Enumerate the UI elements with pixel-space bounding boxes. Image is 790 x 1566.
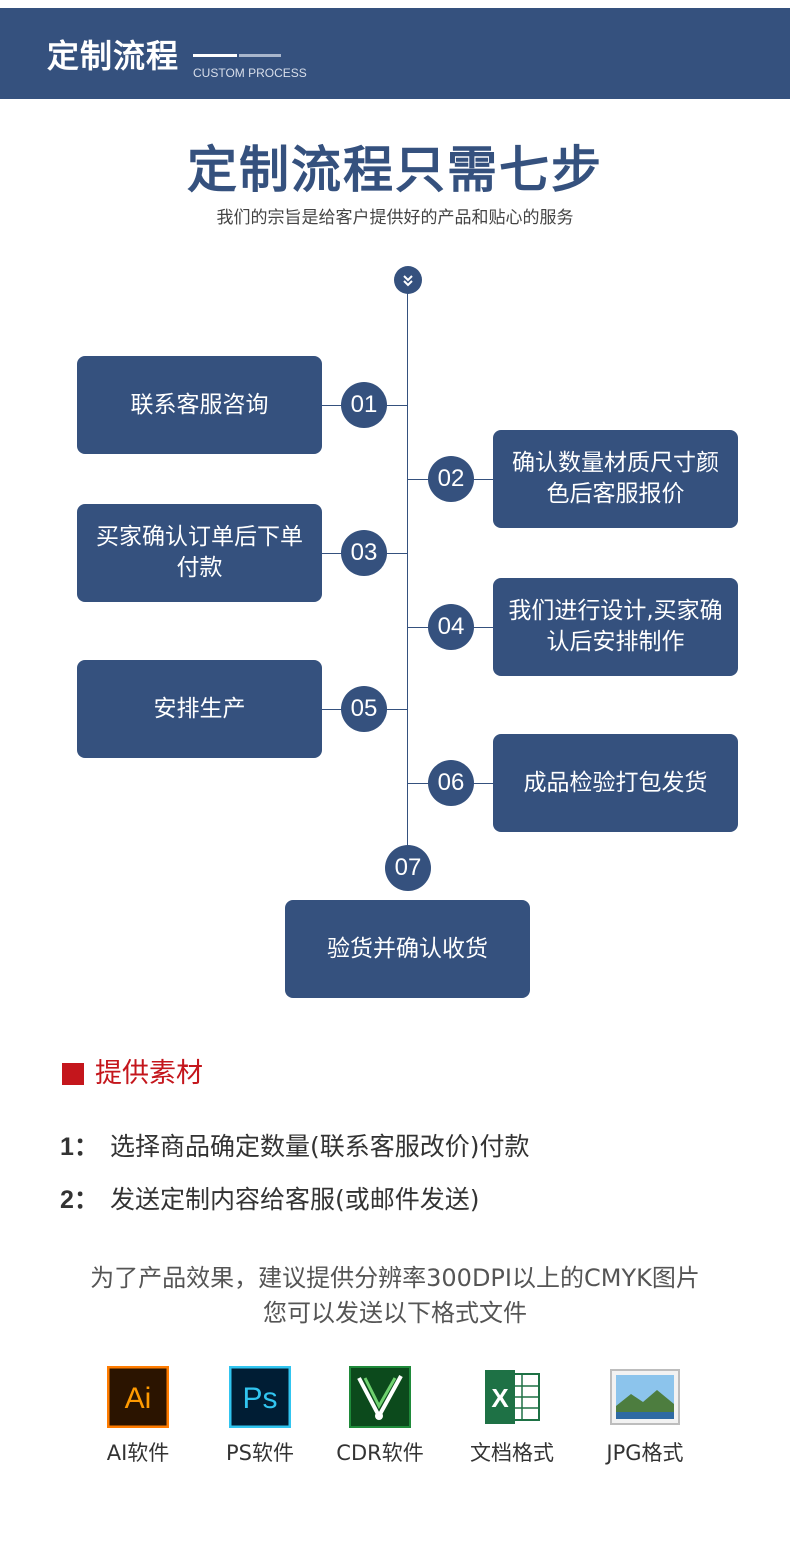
step-number-03: 03 xyxy=(341,530,387,576)
material-item-text: 发送定制内容给客服(或邮件发送) xyxy=(110,1185,480,1214)
file-format-jpg: JPG格式 xyxy=(580,1366,710,1468)
step-text-07: 验货并确认收货 xyxy=(327,935,488,962)
svg-text:Ai: Ai xyxy=(125,1382,152,1415)
material-item-number: 2： xyxy=(60,1186,99,1214)
svg-text:X: X xyxy=(491,1383,509,1413)
chevron-down-icon xyxy=(394,266,422,294)
file-label: 文档格式 xyxy=(470,1441,554,1465)
section-marker-icon xyxy=(62,1063,84,1085)
file-format-ps: Ps PS软件 xyxy=(195,1365,325,1468)
format-note: 您可以发送以下格式文件 xyxy=(263,1299,527,1327)
file-format-doc: X 文档格式 xyxy=(447,1366,577,1468)
step-text-06: 成品检验打包发货 xyxy=(523,769,708,796)
step-box-06: 成品检验打包发货 xyxy=(493,734,738,832)
step-box-05: 安排生产 xyxy=(77,660,322,758)
header-divider-secondary xyxy=(239,54,281,57)
file-label: PS软件 xyxy=(226,1441,294,1465)
svg-text:Ps: Ps xyxy=(242,1382,277,1415)
image-icon xyxy=(610,1366,680,1428)
step-number-01: 01 xyxy=(341,382,387,428)
timeline-line xyxy=(407,290,408,852)
header-subtitle: CUSTOM PROCESS xyxy=(193,66,307,80)
step-box-02: 确认数量材质尺寸颜色后客服报价 xyxy=(493,430,738,528)
material-item-2: 2： 发送定制内容给客服(或邮件发送) xyxy=(60,1183,480,1217)
step-box-01: 联系客服咨询 xyxy=(77,356,322,454)
excel-icon: X xyxy=(481,1366,543,1428)
header-banner: 定制流程 CUSTOM PROCESS xyxy=(0,8,790,99)
material-item-number: 1： xyxy=(60,1133,99,1161)
section-title: 提供素材 xyxy=(95,1058,203,1089)
material-item-text: 选择商品确定数量(联系客服改价)付款 xyxy=(110,1132,530,1161)
step-text-03: 买家确认订单后下单付款 xyxy=(96,524,303,581)
file-label: JPG格式 xyxy=(606,1441,684,1465)
file-label: AI软件 xyxy=(106,1441,170,1465)
ai-icon: Ai xyxy=(106,1365,170,1429)
file-label: CDR软件 xyxy=(336,1441,424,1465)
resolution-note: 为了产品效果，建议提供分辨率300DPI以上的CMYK图片 xyxy=(90,1264,700,1292)
header-divider xyxy=(193,54,237,57)
step-text-05: 安排生产 xyxy=(153,695,246,722)
file-format-cdr: CDR软件 xyxy=(315,1366,445,1468)
step-number-05: 05 xyxy=(341,686,387,732)
cdr-icon xyxy=(349,1366,411,1428)
step-text-02: 确认数量材质尺寸颜色后客服报价 xyxy=(512,450,719,507)
file-format-ai: Ai AI软件 xyxy=(73,1365,203,1468)
page-title: 定制流程只需七步 xyxy=(187,141,603,199)
ps-icon: Ps xyxy=(228,1365,292,1429)
material-item-1: 1： 选择商品确定数量(联系客服改价)付款 xyxy=(60,1130,530,1164)
header-title: 定制流程 xyxy=(47,37,180,75)
step-number-07: 07 xyxy=(385,845,431,891)
step-number-06: 06 xyxy=(428,760,474,806)
step-text-01: 联系客服咨询 xyxy=(130,391,269,418)
page-subtitle: 我们的宗旨是给客户提供好的产品和贴心的服务 xyxy=(216,208,574,228)
step-number-04: 04 xyxy=(428,604,474,650)
step-text-04: 我们进行设计,买家确认后安排制作 xyxy=(508,598,723,655)
step-box-03: 买家确认订单后下单付款 xyxy=(77,504,322,602)
step-number-02: 02 xyxy=(428,456,474,502)
step-box-04: 我们进行设计,买家确认后安排制作 xyxy=(493,578,738,676)
step-box-07: 验货并确认收货 xyxy=(285,900,530,998)
